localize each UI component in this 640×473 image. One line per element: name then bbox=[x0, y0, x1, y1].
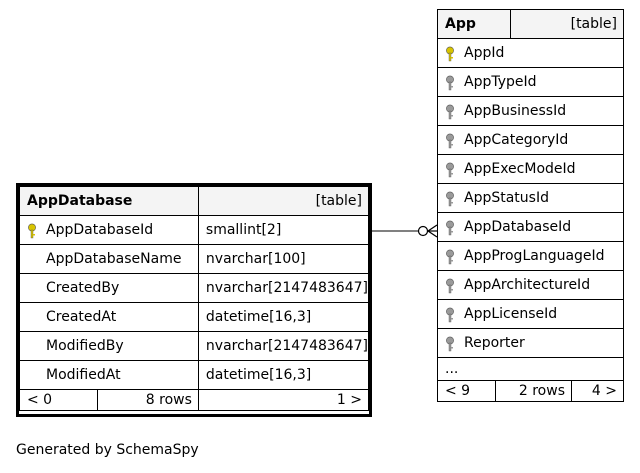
column-type: datetime[16,3] bbox=[197, 360, 370, 390]
foreign-key-icon bbox=[444, 249, 456, 265]
app-table[interactable]: App [table] AppId AppTypeId AppBusinessI… bbox=[437, 9, 625, 402]
table-row[interactable]: AppTypeId bbox=[437, 67, 624, 97]
row-count: 2 rows bbox=[495, 381, 572, 401]
primary-key-icon bbox=[444, 46, 456, 62]
table-row[interactable]: CreatedBy nvarchar[2147483647] bbox=[19, 273, 370, 303]
foreign-key-icon bbox=[444, 191, 456, 207]
app-table-header: App [table] bbox=[437, 9, 625, 39]
foreign-key-icon bbox=[444, 278, 456, 294]
table-row[interactable]: AppBusinessId bbox=[437, 96, 624, 126]
column-type: datetime[16,3] bbox=[197, 302, 370, 332]
appdatabase-table-type: [table] bbox=[197, 186, 370, 216]
table-row[interactable]: AppExecModeId bbox=[437, 154, 624, 184]
foreign-key-icon bbox=[444, 75, 456, 91]
foreign-key-icon bbox=[444, 133, 456, 149]
foreign-key-icon bbox=[444, 104, 456, 120]
table-row[interactable]: AppCategoryId bbox=[437, 125, 624, 155]
column-name: AppBusinessId bbox=[464, 103, 567, 119]
column-name: Reporter bbox=[464, 335, 525, 351]
parents-count[interactable]: < 0 bbox=[19, 389, 98, 411]
column-name: AppStatusId bbox=[464, 190, 549, 206]
appdatabase-table-header: AppDatabase [table] bbox=[19, 186, 370, 216]
parents-count[interactable]: < 9 bbox=[438, 381, 496, 401]
more-columns-row[interactable]: ... bbox=[437, 357, 624, 381]
table-row[interactable]: Reporter bbox=[437, 328, 624, 358]
foreign-key-icon bbox=[444, 307, 456, 323]
primary-key-icon bbox=[26, 223, 38, 239]
table-row[interactable]: AppArchitectureId bbox=[437, 270, 624, 300]
column-name: AppDatabaseName bbox=[46, 251, 182, 267]
table-row[interactable]: ModifiedAt datetime[16,3] bbox=[19, 360, 370, 390]
table-row[interactable]: AppDatabaseName nvarchar[100] bbox=[19, 244, 370, 274]
table-row[interactable]: AppDatabaseId bbox=[437, 212, 624, 242]
table-row[interactable]: AppLicenseId bbox=[437, 299, 624, 329]
zero-cardinality-marker bbox=[417, 225, 429, 237]
foreign-key-icon bbox=[444, 220, 456, 236]
column-name: CreatedAt bbox=[46, 309, 117, 325]
column-name: AppArchitectureId bbox=[464, 277, 591, 293]
app-table-type: [table] bbox=[509, 9, 625, 39]
crowfoot-marker bbox=[427, 224, 438, 232]
appdatabase-table-frame bbox=[16, 183, 372, 417]
column-name: AppLicenseId bbox=[464, 306, 558, 322]
column-name: ModifiedBy bbox=[46, 338, 124, 354]
more-columns: ... bbox=[437, 357, 624, 381]
table-footer: < 0 8 rows 1 > bbox=[19, 389, 370, 411]
generated-by-caption: Generated by SchemaSpy bbox=[16, 442, 199, 458]
table-footer: < 9 2 rows 4 > bbox=[437, 380, 624, 402]
column-name: AppExecModeId bbox=[464, 161, 576, 177]
foreign-key-icon bbox=[444, 336, 456, 352]
row-count: 8 rows bbox=[97, 389, 199, 411]
column-name: CreatedBy bbox=[46, 280, 120, 296]
table-row[interactable]: AppProgLanguageId bbox=[437, 241, 624, 271]
children-count[interactable]: 1 > bbox=[197, 389, 370, 411]
column-type: nvarchar[2147483647] bbox=[197, 273, 370, 303]
app-table-name: App bbox=[437, 9, 511, 39]
column-name: AppDatabaseId bbox=[464, 219, 572, 235]
column-name: AppDatabaseId bbox=[46, 222, 154, 238]
column-type: nvarchar[100] bbox=[197, 244, 370, 274]
column-name: AppTypeId bbox=[464, 74, 537, 90]
table-row[interactable]: AppDatabaseId smallint[2] bbox=[19, 215, 370, 245]
column-name: AppId bbox=[464, 45, 505, 61]
column-type: smallint[2] bbox=[197, 215, 370, 245]
column-name: ModifiedAt bbox=[46, 367, 121, 383]
children-count[interactable]: 4 > bbox=[591, 383, 617, 399]
table-row[interactable]: CreatedAt datetime[16,3] bbox=[19, 302, 370, 332]
foreign-key-icon bbox=[444, 162, 456, 178]
appdatabase-table[interactable]: AppDatabase [table] AppDatabaseId smallin… bbox=[19, 186, 370, 411]
column-name: AppProgLanguageId bbox=[464, 248, 605, 264]
column-name: AppCategoryId bbox=[464, 132, 569, 148]
crowfoot-marker bbox=[427, 230, 438, 238]
